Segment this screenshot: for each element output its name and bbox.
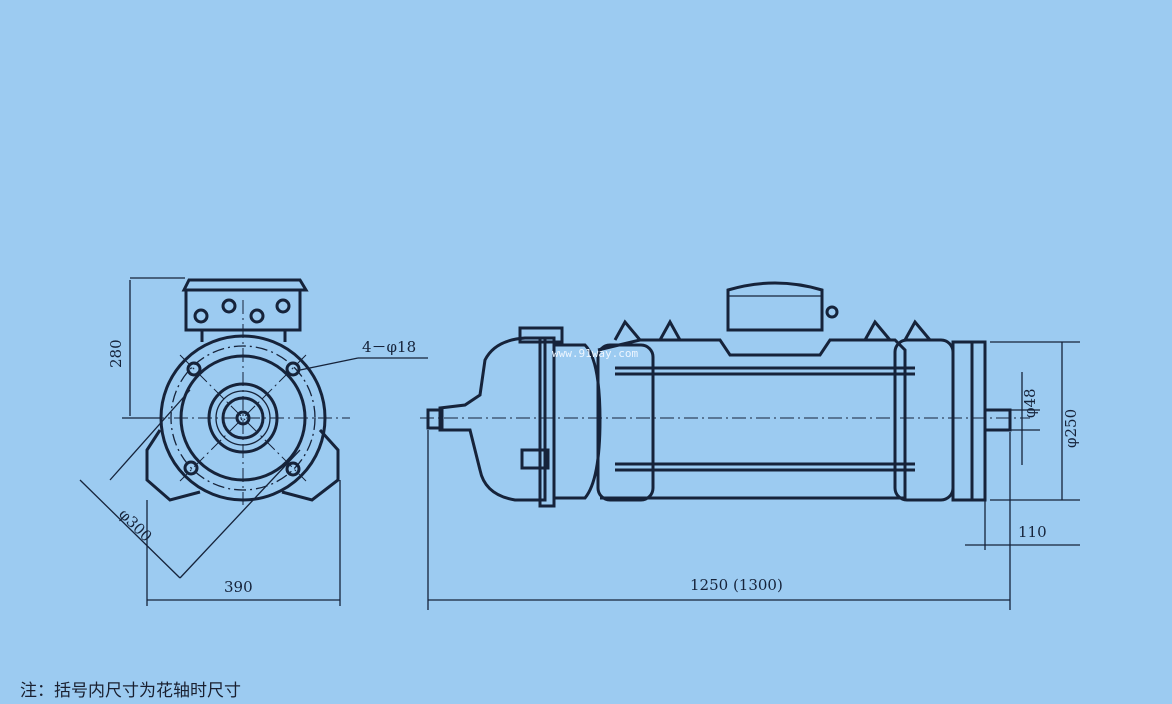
dim-280: 280 (107, 339, 125, 368)
dim-phi250: φ250 (1062, 409, 1080, 448)
side-view (420, 281, 1030, 508)
front-view (145, 278, 350, 505)
footnote: 注：括号内尺寸为花轴时尺寸 (20, 681, 241, 701)
dim-110: 110 (1018, 523, 1047, 541)
front-dimensions (79, 277, 428, 606)
dim-phi48: φ48 (1021, 388, 1039, 418)
dim-holes: 4－φ18 (362, 338, 416, 356)
dim-390: 390 (224, 578, 253, 596)
dim-length: 1250 (1300) (690, 576, 783, 594)
dim-phi300: φ300 (115, 505, 155, 545)
side-dimensions (427, 341, 1080, 610)
watermark: www.91way.com (552, 347, 638, 360)
